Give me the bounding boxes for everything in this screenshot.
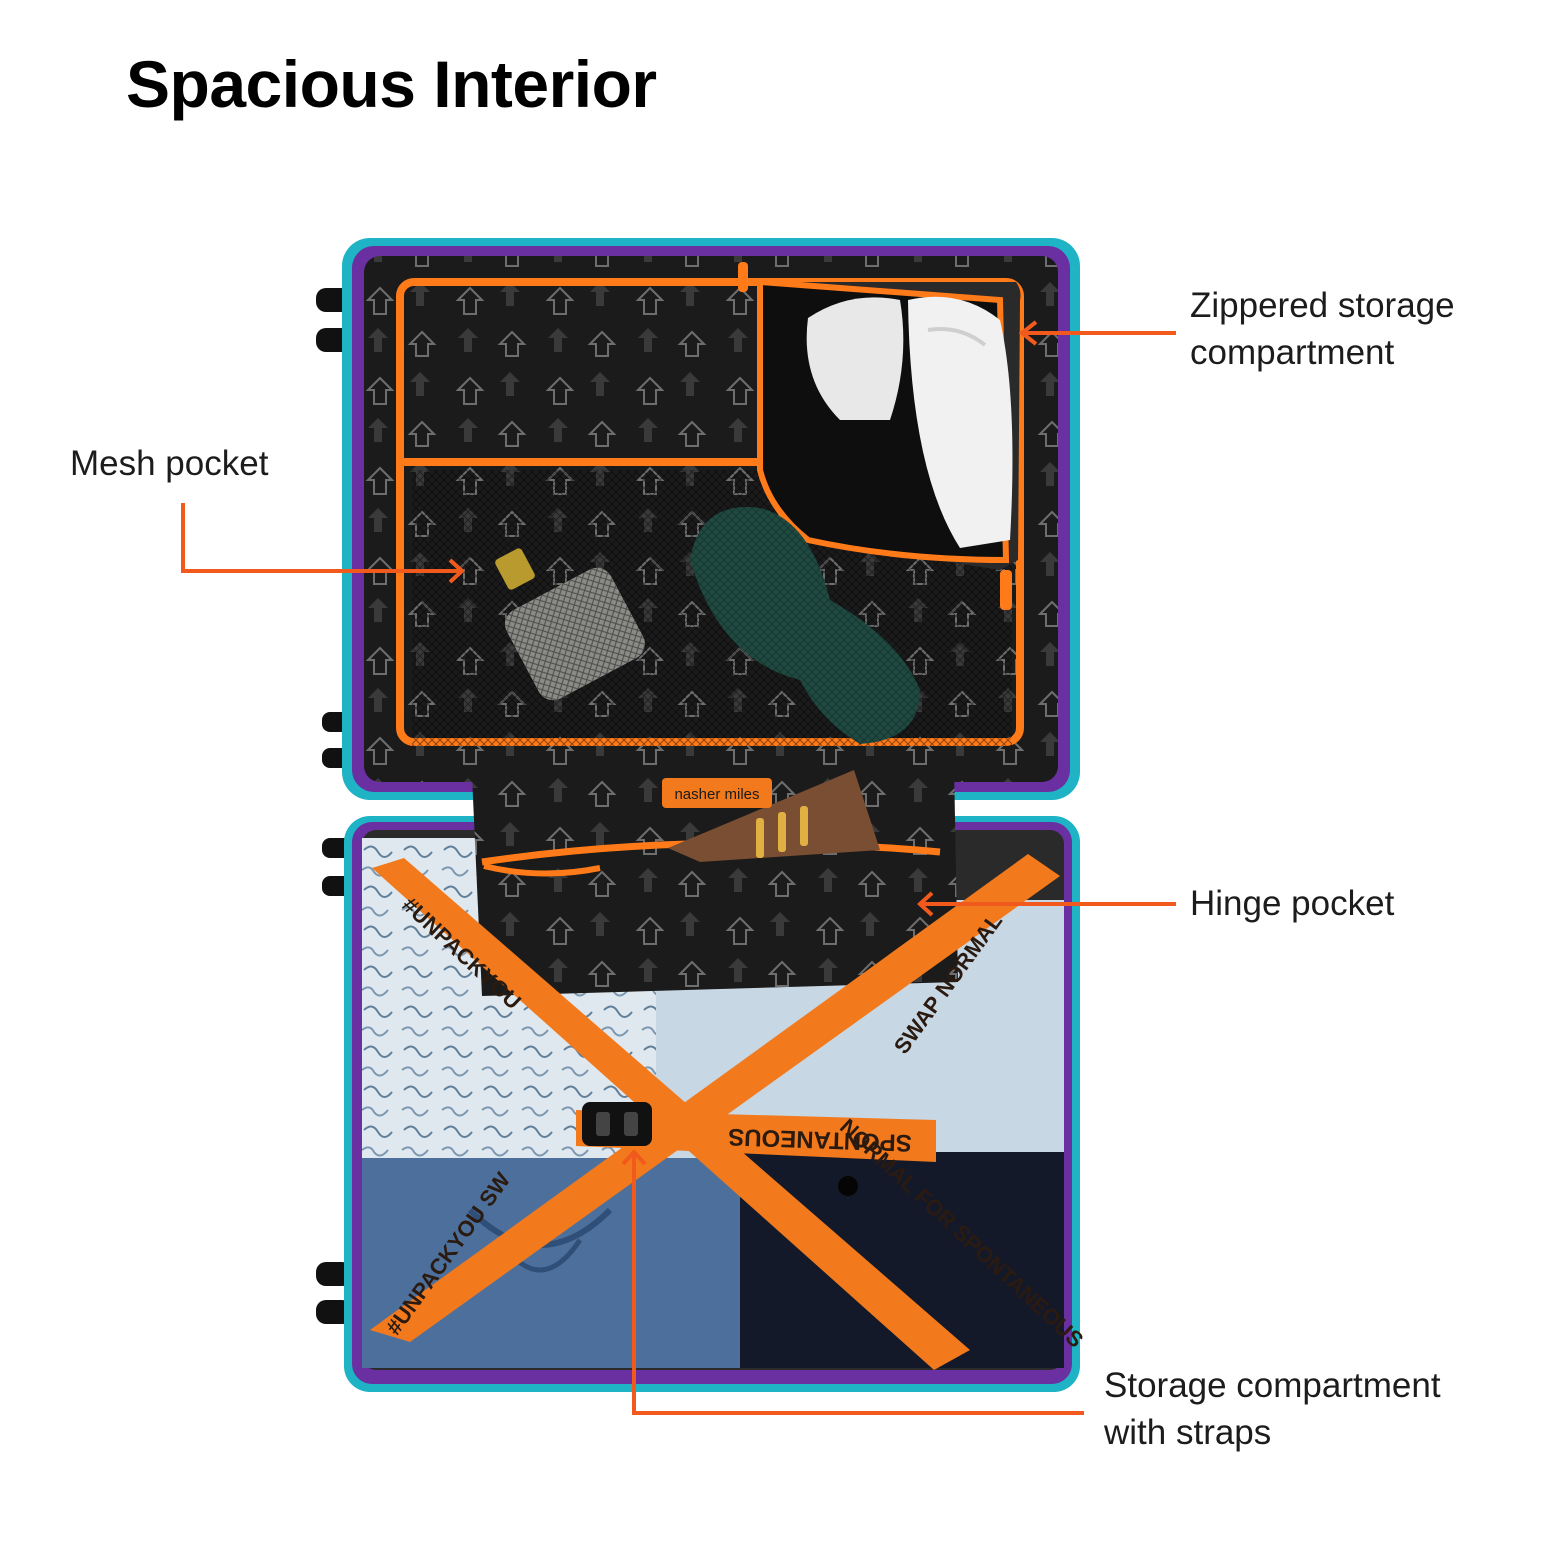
wheel-icon: [316, 288, 352, 1324]
callout-zippered-storage: Zippered storage compartment: [1190, 282, 1455, 376]
buckle-icon: [582, 1102, 652, 1146]
callout-mesh-pocket: Mesh pocket: [70, 444, 269, 483]
straps-callout-line: [632, 1152, 1084, 1415]
passport: [668, 770, 880, 862]
eye-mask: [690, 507, 920, 744]
callout-storage-straps: Storage compartment with straps: [1104, 1362, 1441, 1456]
callout-hinge-pocket: Hinge pocket: [1190, 884, 1395, 923]
sneakers: [806, 296, 1013, 548]
callout-straps-line1: Storage compartment: [1104, 1366, 1441, 1405]
callout-straps-line2: with straps: [1104, 1413, 1272, 1452]
mesh-callout-line: [181, 503, 462, 573]
strap-text-horizontal: SPONTANEOUS: [728, 1123, 912, 1156]
hinge-pocket-panel: nasher miles: [472, 764, 958, 996]
callout-zippered-line2: compartment: [1190, 333, 1395, 372]
callout-lines: [181, 320, 1176, 1415]
page-title: Spacious Interior: [126, 47, 657, 121]
callout-zippered-line1: Zippered storage: [1190, 286, 1455, 325]
lid-compartment: [342, 238, 1080, 800]
perfume-bottle: [495, 548, 645, 701]
brand-tag: nasher miles: [674, 786, 759, 803]
